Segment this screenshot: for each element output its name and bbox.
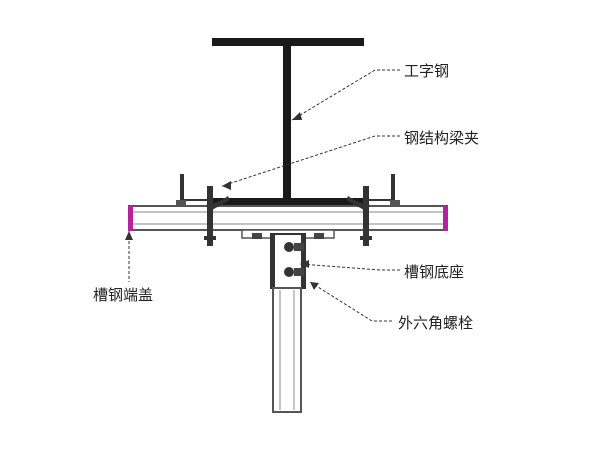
arrowhead-base [300,260,309,268]
channel-end-cap-left [128,205,133,231]
plate-bolt-heads [252,233,324,239]
leader-base [299,263,400,271]
i-beam-bottom-flange [212,198,364,206]
arrowhead-i-beam [292,112,302,120]
leader-bolt [309,281,392,322]
label-clamp: 钢结构梁夹 [404,129,480,147]
beam-clamp-right [346,174,400,246]
channel-steel-vertical [272,287,302,413]
channel-end-cap-right [443,205,448,231]
channel-base [270,233,306,289]
i-beam-top-flange [212,38,364,46]
hex-bolt-upper [284,242,304,252]
arrowhead-clamp [222,181,231,190]
i-beam [212,38,364,206]
hex-bolt-lower [284,267,304,277]
arrowhead-bolt [310,282,319,290]
leader-i-beam [291,69,400,121]
channel-steel-horizontal [129,205,447,231]
label-bolt: 外六角螺栓 [398,314,474,332]
label-base: 槽钢底座 [404,263,465,281]
label-i-beam: 工字钢 [404,62,450,80]
i-beam-web [283,46,291,198]
label-end-cap: 槽钢端盖 [93,286,154,304]
leader-clamp [221,135,400,187]
beam-clamp-left [176,174,230,246]
arrowhead-end-cap [125,231,133,240]
